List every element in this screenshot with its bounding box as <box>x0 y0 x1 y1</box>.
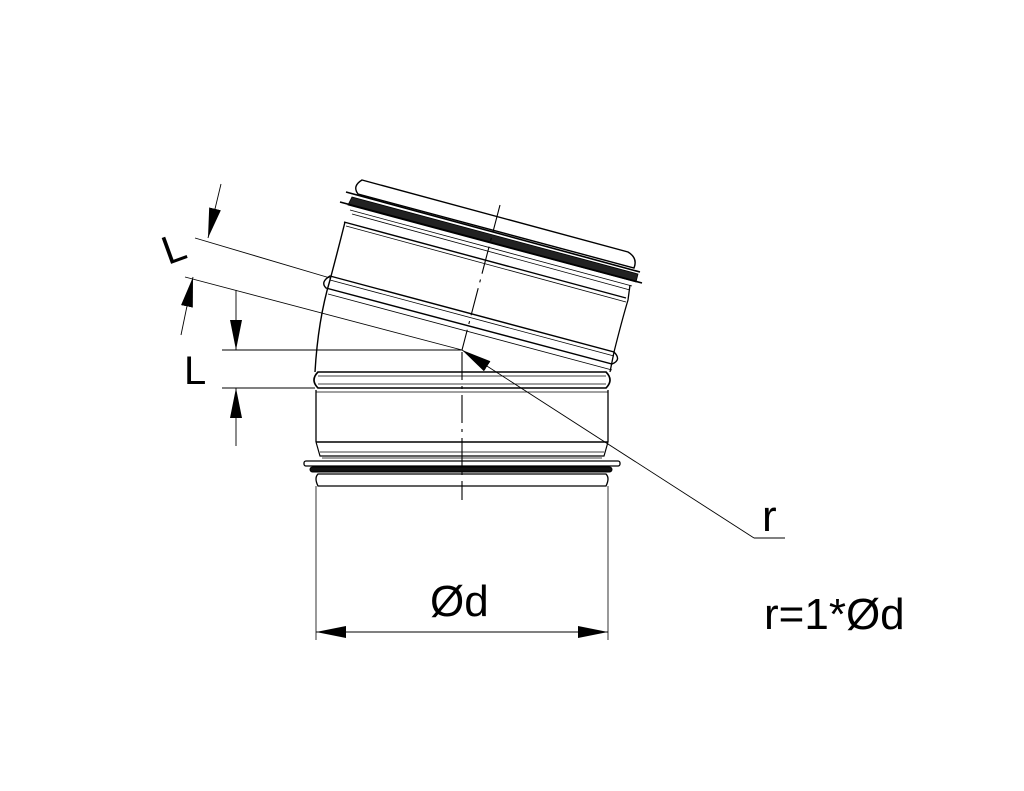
lower-gasket-seal <box>309 466 613 473</box>
upper-pipe-section <box>314 179 643 373</box>
dimension-L-angled <box>180 183 463 351</box>
extension-line <box>194 237 331 279</box>
diameter-label: Ød <box>430 577 489 626</box>
upper-rim <box>355 179 636 269</box>
dimension-label-L-bottom: L <box>184 349 206 393</box>
dimension-L-vertical <box>222 290 462 446</box>
centerlines <box>461 204 501 500</box>
radius-label: r <box>762 492 777 541</box>
upper-gasket-seal <box>347 196 639 283</box>
bend-right-outline <box>609 284 631 373</box>
extension-line <box>184 276 463 351</box>
lower-bead-ring <box>313 371 611 389</box>
radius-formula: r=1*Ød <box>764 590 905 639</box>
bend-left-outline <box>314 221 346 373</box>
upper-bead-ring <box>323 275 619 365</box>
dimension-label-L-top: L <box>156 224 192 273</box>
radius-leader <box>461 349 785 539</box>
